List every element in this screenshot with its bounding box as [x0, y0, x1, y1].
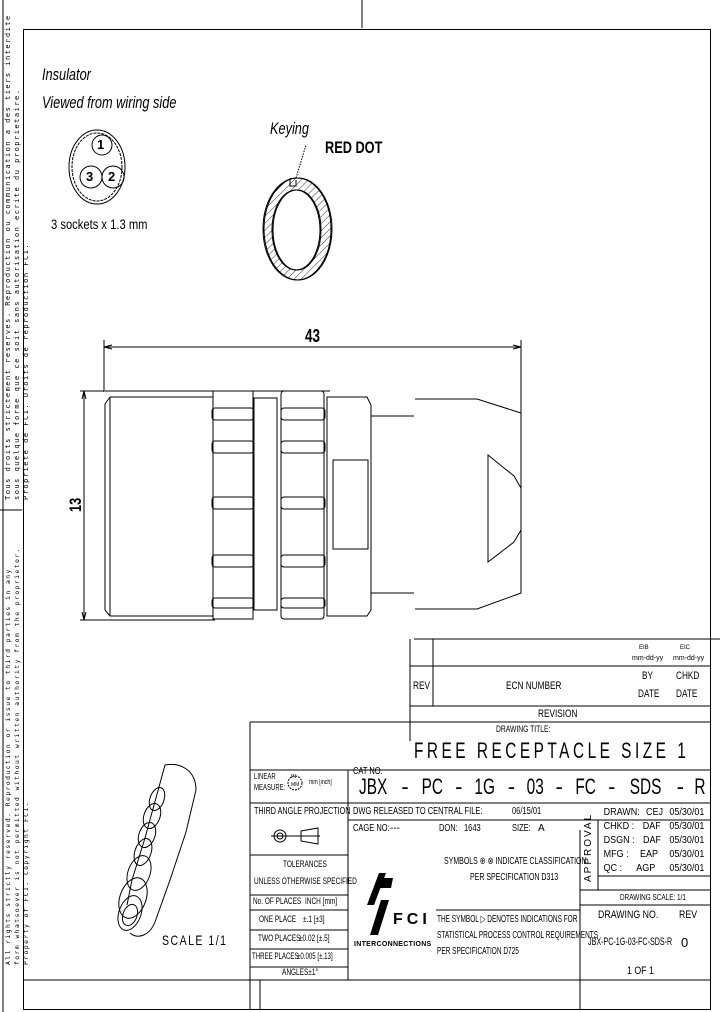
tolerance-one-place: ONE PLACE — [259, 914, 297, 924]
keying-ring-drawing — [262, 144, 333, 281]
spc-note-line2: STATISTICAL PROCESS CONTROL REQUIREMENTS — [437, 930, 599, 941]
cage-value: --- — [390, 823, 400, 834]
side-notice-french: Tous droits strictement reserves. Reprod… — [4, 14, 30, 500]
projection-label: THIRD ANGLE PROJECTION — [254, 806, 351, 817]
by-date-label: DATE — [638, 688, 660, 700]
by-date-code: EIB — [639, 645, 649, 651]
socket-3-label: 3 — [86, 169, 94, 184]
linear-measure-label-2: MEASURE: — [254, 783, 286, 792]
chkd-date-format: mm-dd-yy — [673, 655, 705, 662]
released-date: 06/15/01 — [512, 806, 542, 817]
tolerance-two-places: TWO PLACES — [258, 933, 301, 943]
chkd-label: CHKD — [676, 670, 700, 682]
tolerances-title-2: UNLESS OTHERWISE SPECIFIED — [254, 876, 357, 886]
released-label: DWG RELEASED TO CENTRAL FILE: — [353, 806, 483, 817]
linear-measure-in: IN — [291, 774, 296, 780]
tolerances-title-1: TOLERANCES — [283, 859, 327, 869]
linear-measure-value: mm [inch] — [309, 779, 332, 786]
insulator-face-drawing — [68, 129, 126, 205]
rev-label: REV — [413, 680, 430, 692]
tolerance-angles: ANGLES±1° — [282, 967, 319, 977]
scale-note: SCALE 1/1 — [162, 932, 228, 948]
tolerance-three-value: ±0.005 [±.13] — [297, 951, 333, 961]
by-date-format: mm-dd-yy — [632, 655, 664, 662]
chkd-date-label: DATE — [676, 688, 698, 700]
approval-label: APPROVAL — [583, 812, 594, 882]
insulator-caption: 3 sockets x 1.3 mm — [51, 216, 148, 232]
title-block-grid — [24, 639, 710, 1009]
spc-note-line3: PER SPECIFICATION D725 — [437, 946, 519, 957]
fci-logo-mark — [367, 873, 393, 935]
fci-tagline: INTERCONNECTIONS — [354, 941, 432, 948]
cage-label: CAGE NO: — [353, 823, 390, 834]
don-value: 1643 — [464, 823, 481, 834]
drawing-no-label: DRAWING NO. — [598, 909, 659, 921]
spc-note-line1: THE SYMBOL ▷ DENOTES INDICATIONS FOR — [437, 914, 578, 925]
by-label: BY — [642, 670, 654, 682]
keying-label: Keying — [270, 119, 309, 138]
linear-measure-label-1: LINEAR — [254, 772, 276, 781]
dimension-diameter: 13 — [66, 497, 85, 512]
projection-symbol — [271, 775, 320, 845]
drawing-scale: DRAWING SCALE: 1/1 — [620, 893, 686, 902]
insulator-title: Insulator — [42, 65, 91, 84]
ecn-number-label: ECN NUMBER — [506, 680, 562, 692]
drawing-title-label: DRAWING TITLE: — [496, 724, 551, 734]
side-notice-english: All rights strictly reserved. Reproducti… — [5, 547, 30, 965]
tolerance-two-value: ±0.02 [±.5] — [299, 933, 330, 943]
socket-1-label: 1 — [97, 137, 105, 152]
rev-column-label: REV — [679, 909, 698, 921]
don-label: DON: — [439, 823, 458, 834]
drawing-number: JBX-PC-1G-03-FC-SDS-R — [588, 936, 673, 948]
classification-note-line1: SYMBOLS ⊕ ⊗ INDICATE CLASSIFICATION — [444, 856, 587, 867]
size-label: SIZE: — [512, 823, 531, 834]
tolerance-places-header: No. OF PLACES — [253, 896, 302, 906]
linear-measure-mm: MM — [291, 782, 300, 788]
cat-no-label: CAT NO. — [353, 766, 383, 777]
connector-side-view — [80, 340, 720, 640]
tolerance-unit-header: INCH [mm] — [305, 896, 338, 906]
classification-note-line2: PER SPECIFICATION D313 — [470, 872, 559, 883]
sheet-count: 1 OF 1 — [627, 965, 654, 977]
chkd-date-code: EIC — [680, 645, 691, 651]
fci-logo-text: FCI — [393, 911, 431, 928]
rev-value: 0 — [681, 935, 689, 950]
socket-2-label: 2 — [108, 169, 116, 184]
insulator-subtitle: Viewed from wiring side — [42, 93, 177, 112]
red-dot-label: RED DOT — [325, 138, 383, 157]
drawing-title: FREE RECEPTACLE SIZE 1 — [414, 738, 690, 763]
connector-isometric-view — [117, 763, 197, 937]
dimension-length: 43 — [305, 326, 321, 346]
size-value: A — [538, 823, 545, 834]
cat-no-value: JBX - PC - 1G - 03 - FC - SDS - R — [359, 774, 706, 799]
tolerance-three-places: THREE PLACES — [252, 951, 299, 961]
revision-label: REVISION — [538, 708, 578, 720]
tolerance-one-value: ±.1 [±3] — [303, 914, 325, 924]
